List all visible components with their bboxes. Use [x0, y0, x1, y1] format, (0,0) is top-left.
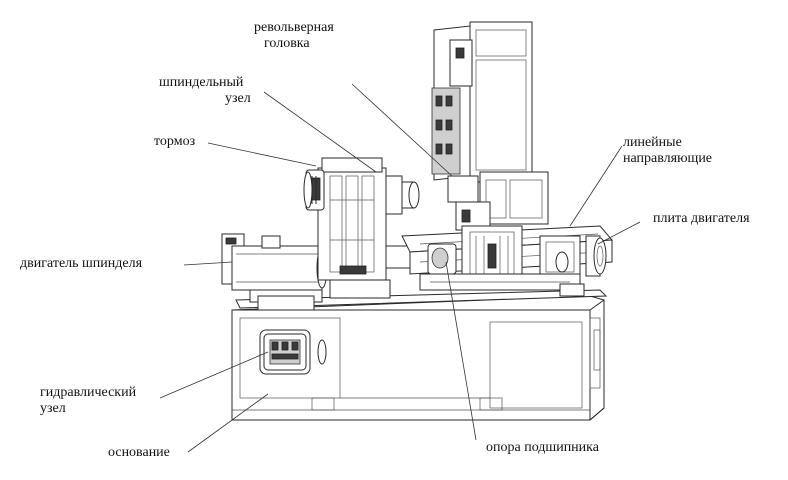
spindle-unit-shape: [317, 157, 420, 299]
spindle-motor-shape: [221, 233, 328, 311]
spindle-unit-label-line2: узел: [225, 91, 251, 106]
linear-guides-label: линейные направляющие: [623, 135, 712, 167]
bearing-support-label: опора подшипника: [486, 440, 599, 455]
spindle-unit-label-line1: шпиндельный: [159, 75, 244, 90]
turret-label-line1: револьверная: [254, 20, 334, 35]
brake-shape: [303, 169, 325, 211]
hydraulic-unit-shape: [259, 329, 327, 375]
turret-shape: [431, 21, 549, 231]
linear-guides-label-line2: направляющие: [623, 151, 713, 166]
turret-label-line2: головка: [264, 36, 310, 51]
hydraulic-unit-label-line2: узел: [40, 401, 66, 416]
base-label: основание: [108, 445, 170, 460]
brake-label: тормоз: [154, 134, 196, 149]
hydraulic-unit-label-line1: гидравлический: [40, 385, 137, 400]
leader-lines: [159, 83, 641, 453]
spindle-motor-label: двигатель шпинделя: [20, 256, 143, 271]
carriage-shape: [401, 225, 614, 297]
spindle-unit-label: шпиндельный узел: [159, 75, 251, 107]
linear-guides-label-line1: линейные: [623, 135, 682, 150]
motor-plate-label: плита двигателя: [653, 211, 750, 226]
motor-plate-shape: [585, 235, 607, 277]
hydraulic-unit-label: гидравлический узел: [40, 385, 136, 417]
turret-label: револьверная головка: [254, 20, 334, 52]
